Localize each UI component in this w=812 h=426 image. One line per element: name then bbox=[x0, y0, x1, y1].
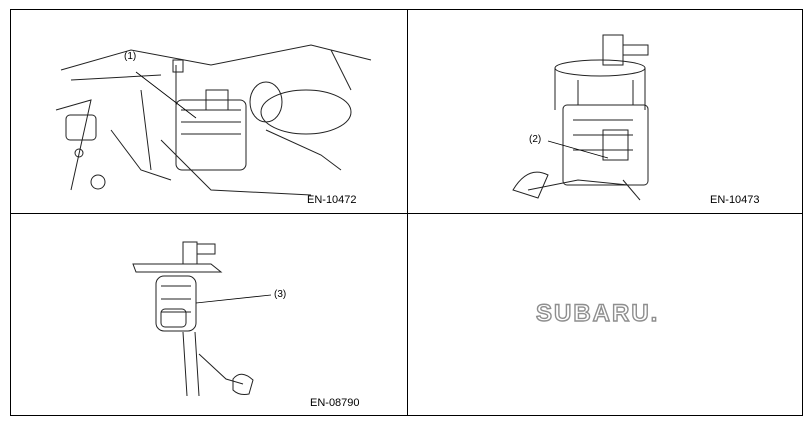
figure-grid: (1) EN-10472 (2) EN-10473 bbox=[10, 9, 803, 416]
figure-code: EN-10473 bbox=[710, 194, 760, 206]
figure-cell-3: (3) EN-08790 bbox=[11, 214, 407, 416]
fuel-pump-installed-illustration bbox=[55, 44, 372, 196]
figure-cell-4: SUBARU. bbox=[408, 214, 803, 416]
grid-divider-horizontal bbox=[11, 213, 802, 214]
fuel-pump-assembly-illustration bbox=[512, 34, 649, 201]
figure-cell-1: (1) EN-10472 bbox=[11, 10, 407, 213]
callout-label: (3) bbox=[274, 289, 287, 300]
figure-cell-2: (2) EN-10473 bbox=[408, 10, 803, 213]
fuel-sender-unit-illustration bbox=[132, 241, 272, 397]
grid-divider-vertical bbox=[407, 10, 408, 415]
figure-code: EN-10472 bbox=[307, 194, 357, 206]
figure-code: EN-08790 bbox=[310, 397, 360, 409]
callout-label: (1) bbox=[124, 51, 137, 62]
callout-label: (2) bbox=[529, 134, 542, 145]
subaru-logo: SUBARU. bbox=[535, 299, 660, 327]
